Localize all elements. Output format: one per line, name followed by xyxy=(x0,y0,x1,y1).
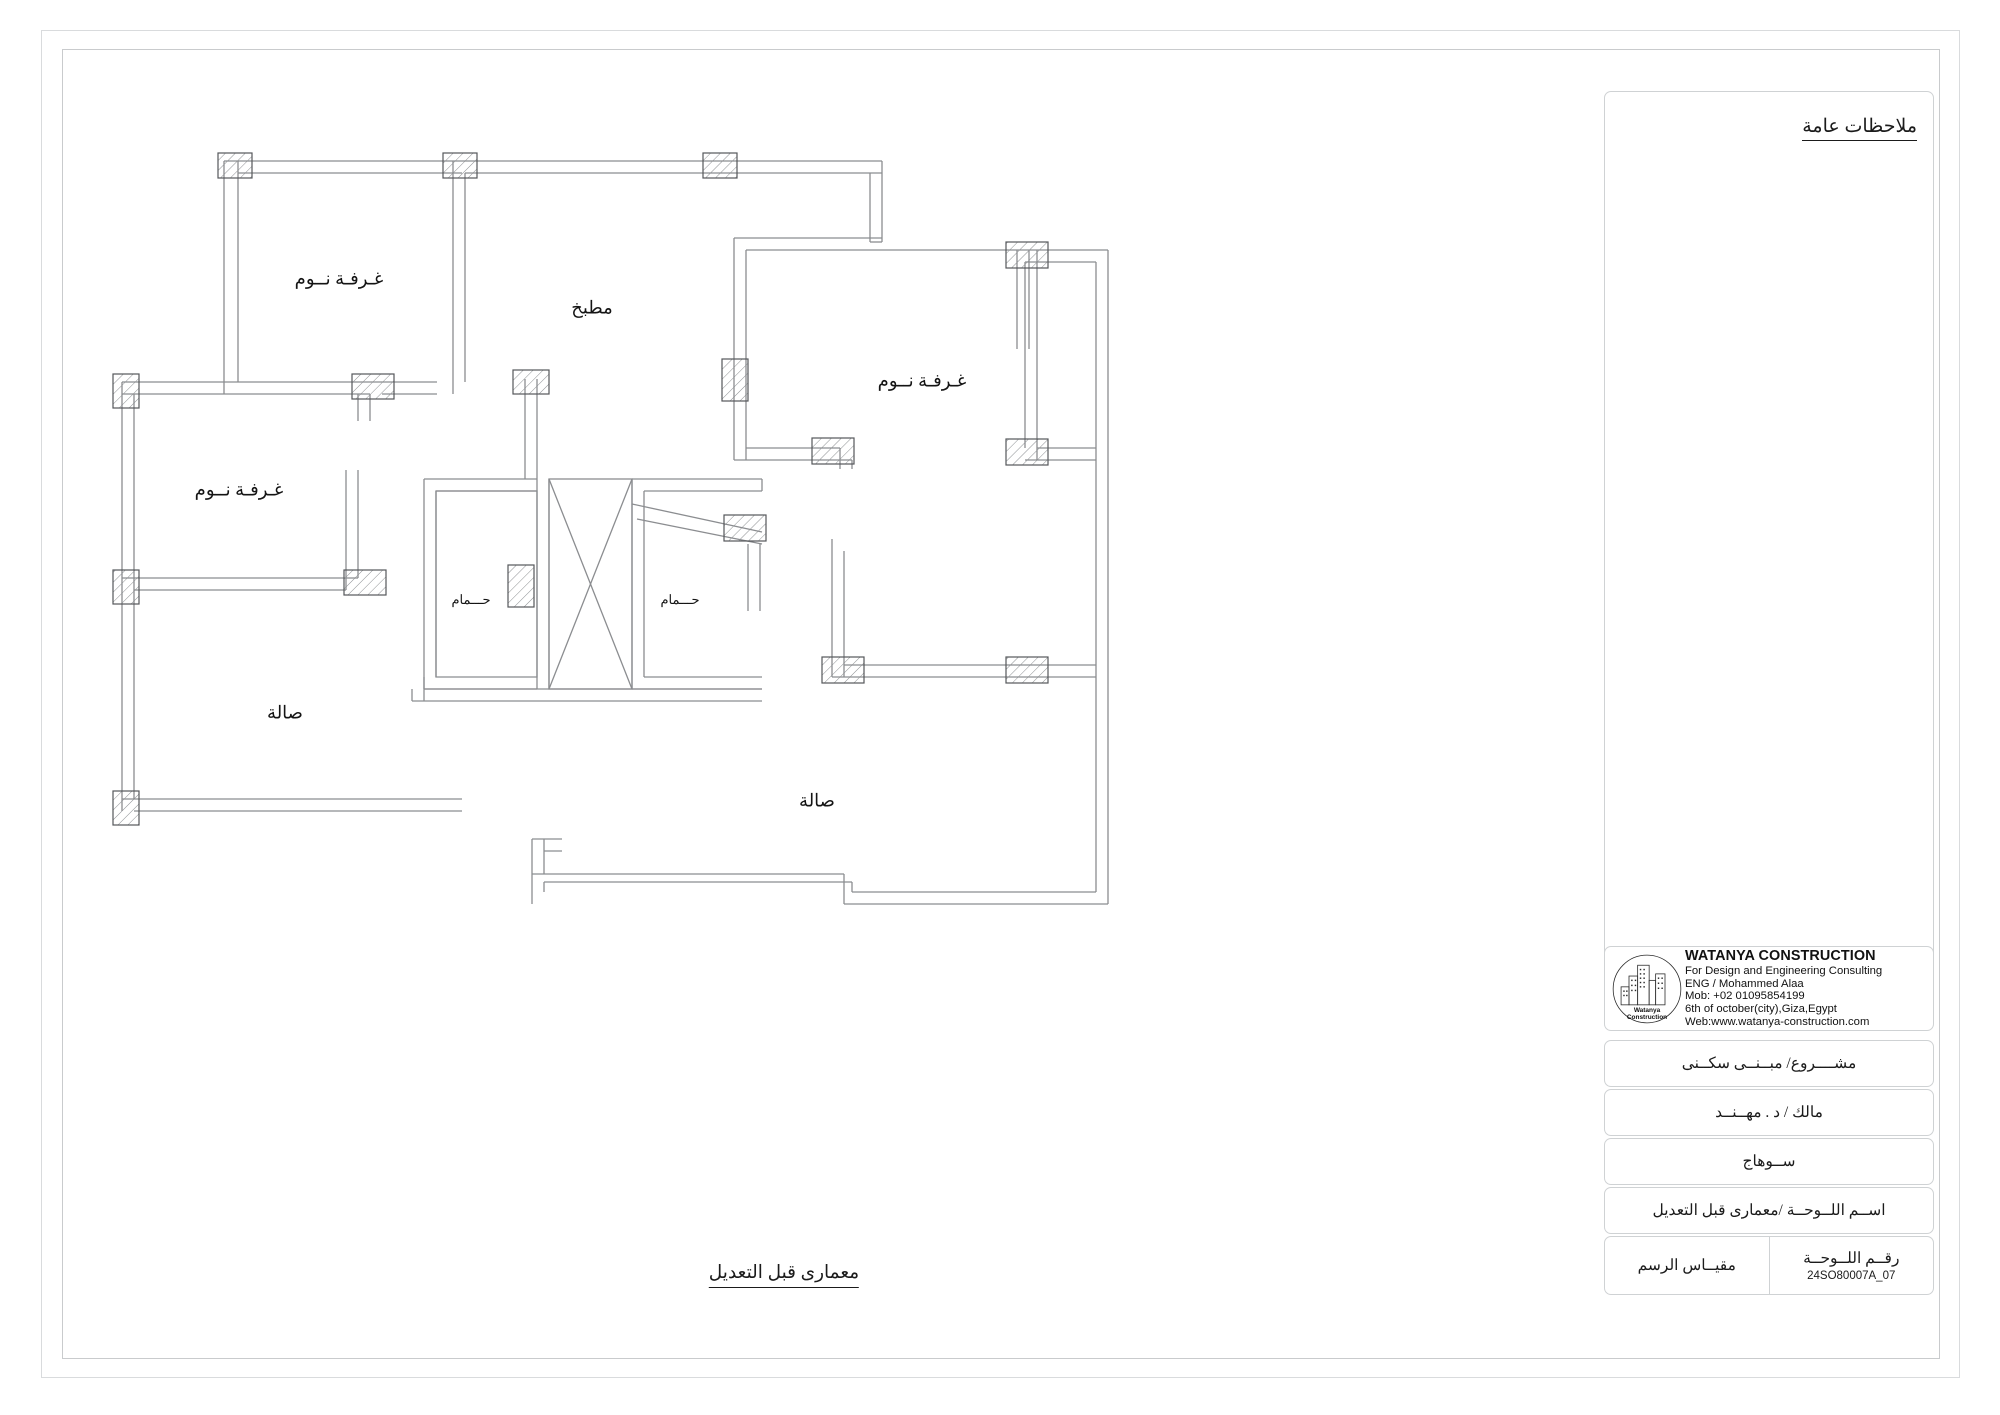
company-name: WATANYA CONSTRUCTION xyxy=(1685,948,1876,965)
room-label-bedroom-top-left: غـرفـة نــوم xyxy=(294,268,384,289)
room-label-kitchen: مطبخ xyxy=(571,297,613,318)
project-value: مشــــروع/ مبــنــى سكــنى xyxy=(1681,1055,1857,1072)
company-logo-panel: Watanya Construction WATANYA CONSTRUCTIO… xyxy=(1604,946,1934,1031)
logo-mark-line1: Watanya xyxy=(1634,1007,1661,1014)
column xyxy=(1005,241,1049,269)
general-notes-panel: ملاحظات عامة xyxy=(1604,91,1934,964)
watanya-building-logo-icon: Watanya Construction xyxy=(1612,954,1682,1023)
column xyxy=(343,569,387,596)
floor-plan-drawing: غـرفـة نــوم مطبخ غـرفـة نــوم غـرفـة نـ… xyxy=(62,49,1602,1359)
floor-plan-svg xyxy=(112,152,1109,905)
room-label-bathroom-left: حـــمام xyxy=(451,592,491,607)
title-block-number-scale-row: رقــم اللــوحــة 24SO80007A_07 مقيــاس ا… xyxy=(1604,1236,1934,1295)
room-label-bathroom-right: حـــمام xyxy=(660,592,700,607)
column xyxy=(1005,438,1049,466)
company-line-3: Mob: +02 01095854199 xyxy=(1685,990,1805,1003)
drawing-number-label: رقــم اللــوحــة xyxy=(1803,1250,1900,1267)
plan-caption: معمارى قبل التعديل xyxy=(708,1262,860,1288)
plan-columns xyxy=(112,152,1049,826)
column xyxy=(112,569,140,605)
column xyxy=(507,564,535,608)
room-label-hall-left: صالة xyxy=(267,702,303,723)
company-line-5: Web:www.watanya-construction.com xyxy=(1685,1015,1870,1028)
logo-mark-line2: Construction xyxy=(1627,1014,1667,1021)
owner-value: مالك / د . مهــنــد xyxy=(1715,1104,1823,1121)
column xyxy=(112,790,140,826)
city-value: ســوهاج xyxy=(1742,1153,1796,1170)
sheet-border-inner xyxy=(62,49,1940,1359)
column xyxy=(512,369,550,395)
column xyxy=(821,656,865,684)
drawing-number-cell: رقــم اللــوحــة 24SO80007A_07 xyxy=(1768,1237,1934,1294)
column xyxy=(811,437,855,465)
company-info: WATANYA CONSTRUCTION For Design and Engi… xyxy=(1685,948,1882,1028)
general-notes-title: ملاحظات عامة xyxy=(1802,115,1917,141)
sheet-border-outer xyxy=(41,30,1960,1378)
room-label-hall-main: صالة xyxy=(799,790,835,811)
drawing-name-value: اســم اللــوحــة /معمارى قبل التعديل xyxy=(1652,1202,1886,1219)
drawing-scale-label: مقيــاس الرسم xyxy=(1637,1257,1736,1274)
drawing-scale-cell: مقيــاس الرسم xyxy=(1605,1237,1769,1294)
column xyxy=(723,514,767,542)
column xyxy=(1005,656,1049,684)
column xyxy=(702,152,738,179)
room-label-bedroom-mid-left: غـرفـة نــوم xyxy=(194,479,284,500)
column xyxy=(351,373,395,400)
plan-walls xyxy=(121,160,1109,905)
title-block-project-row: مشــــروع/ مبــنــى سكــنى xyxy=(1604,1040,1934,1087)
room-label-bedroom-top-right: غـرفـة نــوم xyxy=(877,370,967,391)
column xyxy=(442,152,478,179)
title-block-city-row: ســوهاج xyxy=(1604,1138,1934,1185)
title-block-drawing-name-row: اســم اللــوحــة /معمارى قبل التعديل xyxy=(1604,1187,1934,1234)
title-block-owner-row: مالك / د . مهــنــد xyxy=(1604,1089,1934,1136)
drawing-number-value: 24SO80007A_07 xyxy=(1807,1270,1896,1282)
company-line-1: For Design and Engineering Consulting xyxy=(1685,964,1883,977)
company-line-4: 6th of october(city),Giza,Egypt xyxy=(1685,1003,1837,1015)
company-line-2: ENG / Mohammed Alaa xyxy=(1685,977,1804,990)
column xyxy=(217,152,253,179)
column xyxy=(721,358,749,402)
column xyxy=(112,373,140,409)
